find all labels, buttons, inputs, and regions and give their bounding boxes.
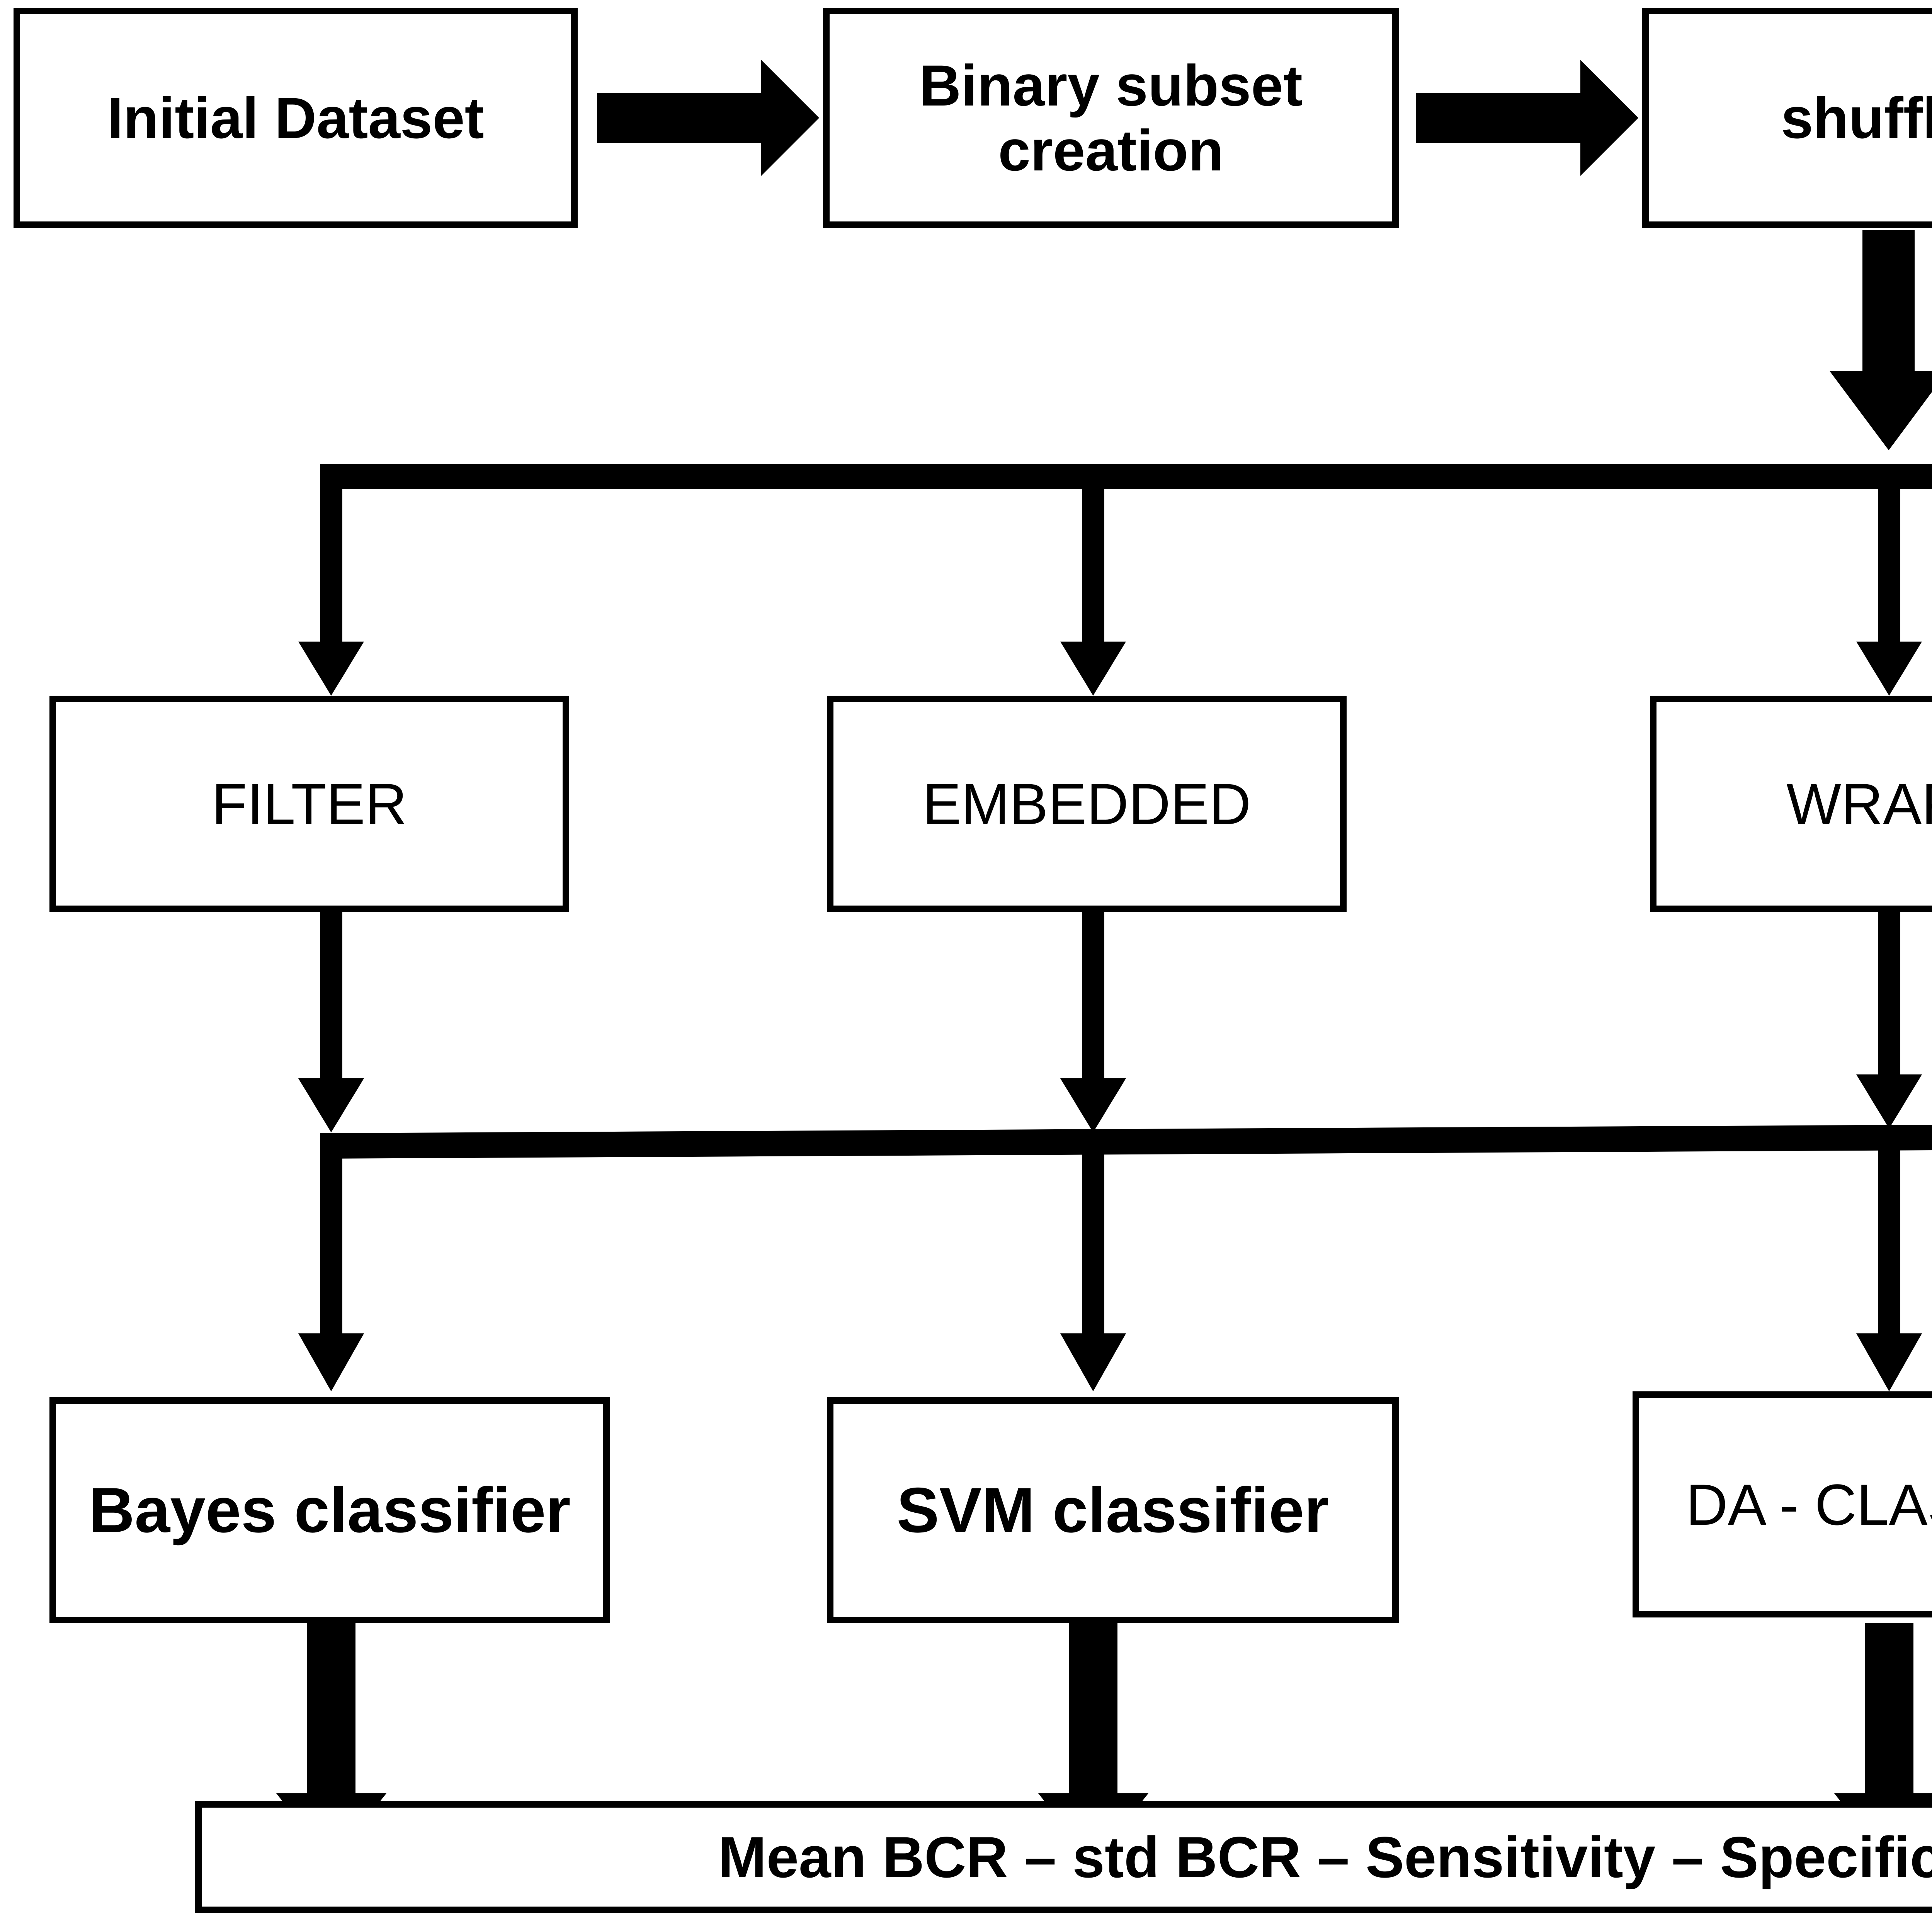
node-wrapper-label: WRAPPER (1786, 771, 1932, 836)
node-filter-label: FILTER (211, 771, 407, 836)
node-filter[interactable]: FILTER (49, 696, 569, 912)
node-binary-subset-creation[interactable]: Binary subset creation (823, 8, 1399, 228)
node-embedded-label: EMBEDDED (922, 771, 1251, 836)
arrow-bus1-to-filter (298, 564, 364, 696)
node-initial-dataset-label: Initial Dataset (107, 85, 484, 150)
arrow-bus2-to-svm (1060, 1227, 1126, 1391)
node-bayes-classifier-label: Bayes classifier (88, 1474, 571, 1546)
arrow-bus1-to-embedded (1060, 564, 1126, 696)
node-wrapper[interactable]: WRAPPER (1650, 696, 1932, 912)
arrow-bus2-to-da (1856, 1225, 1922, 1391)
arrow-embedded-to-bus2 (1060, 912, 1126, 1132)
node-svm-classifier[interactable]: SVM classifier (827, 1397, 1399, 1623)
node-da-classifier[interactable]: DA - CLASSIFIER (1633, 1391, 1932, 1617)
node-initial-dataset[interactable]: Initial Dataset (14, 8, 578, 228)
classifier-bus (320, 1125, 1932, 1249)
arrow-shuffle-to-bus1 (1830, 230, 1932, 450)
arrow-bus2-to-bayes (298, 1229, 364, 1391)
node-da-classifier-label: DA - CLASSIFIER (1686, 1472, 1932, 1537)
arrow-initial-to-binary (597, 60, 819, 176)
node-svm-classifier-label: SVM classifier (896, 1474, 1329, 1546)
node-metrics-bar-label: Mean BCR – std BCR – Sensitivity – Speci… (718, 1825, 1932, 1890)
node-embedded[interactable]: EMBEDDED (827, 696, 1347, 912)
arrow-binary-to-shuffle (1416, 60, 1638, 176)
node-shuffle-label: shuffle (1781, 85, 1932, 150)
arrow-bus1-to-wrapper (1856, 564, 1922, 696)
arrow-filter-to-bus2 (298, 912, 364, 1132)
arrow-wrapper-to-bus2 (1856, 912, 1922, 1129)
selection-bus (320, 464, 1932, 580)
node-binary-subset-creation-label: Binary subset creation (919, 53, 1303, 183)
node-bayes-classifier[interactable]: Bayes classifier (49, 1397, 610, 1623)
node-shuffle[interactable]: shuffle (1642, 8, 1932, 228)
node-metrics-bar[interactable]: Mean BCR – std BCR – Sensitivity – Speci… (195, 1801, 1932, 1913)
